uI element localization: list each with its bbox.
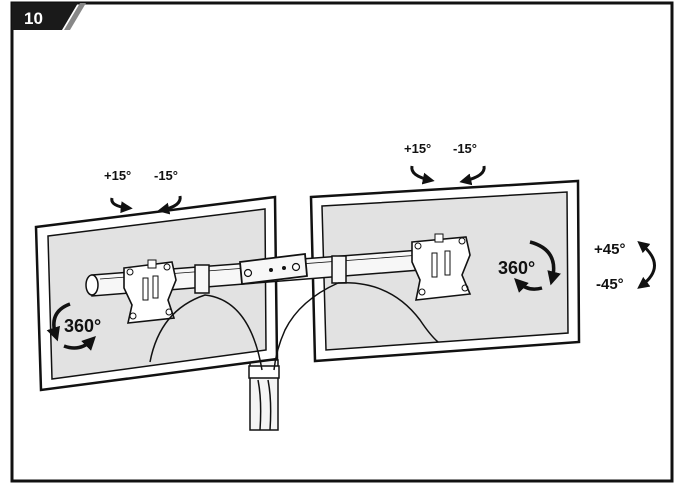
tilt-plus-label: +15° [104,168,131,183]
rotate-arrow-icon [514,278,543,293]
tilt-minus-label: -15° [453,141,477,156]
left-rotation-indicator: 360° [46,302,101,351]
rotate-arrow-icon [529,240,561,286]
rotate-arrow-icon [63,336,96,351]
tilt-plus-label: +15° [404,141,431,156]
rotation-label: 360° [498,258,535,278]
right-vesa-plate [411,233,472,301]
tilt-arrow-icon [459,165,486,186]
step-number: 10 [24,9,43,28]
left-vesa-plate [123,259,177,324]
step-badge: 10 [12,3,86,30]
left-tilt-indicator: +15° -15° [104,168,182,215]
rotate-arrow-icon [46,302,71,342]
swivel-arrow-icon [637,240,656,289]
tilt-arrow-icon [157,195,182,215]
rotation-label: 360° [64,316,101,336]
tilt-minus-label: -15° [154,168,178,183]
swivel-indicator: +45° -45° [594,240,656,293]
tilt-arrow-icon [110,197,133,214]
tilt-arrow-icon [410,165,435,185]
swivel-plus-label: +45° [594,241,625,258]
swivel-minus-label: -45° [596,276,624,293]
cable-clip [248,365,280,379]
right-tilt-indicator: +15° -15° [404,141,486,186]
right-rotation-indicator: 360° [498,240,561,293]
cables [149,282,439,371]
